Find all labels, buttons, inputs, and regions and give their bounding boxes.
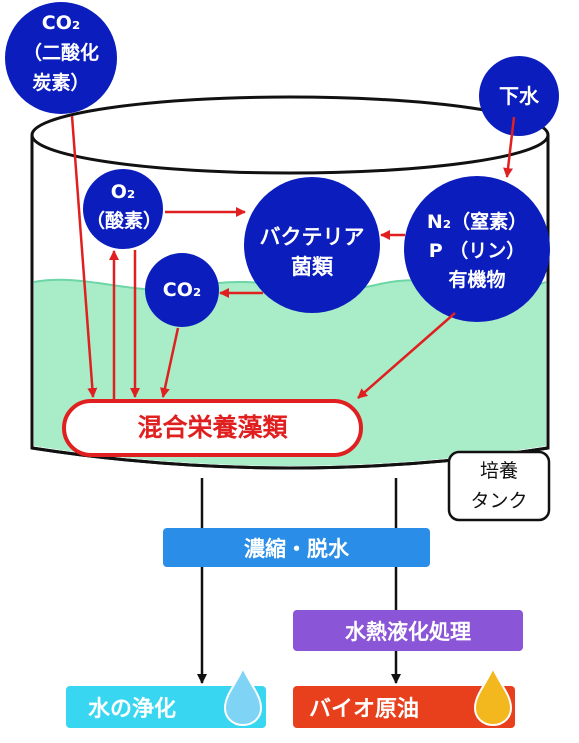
concentration-step: 濃縮・脱水 [163,528,430,567]
water-purification-label: 水の浄化 [88,697,177,722]
bio-crude-label: バイオ原油 [309,697,420,722]
arrow-co2tank-to-algae [160,327,180,398]
nutrients-circle [404,176,550,322]
tank-label-box [447,450,551,522]
hydrothermal-step: 水熱液化処理 [293,610,523,651]
o2-label: O₂ （酸素） [86,181,163,232]
bacteria-label: バクテリア 菌類 [259,225,365,279]
co2-air-label: CO₂ （二酸化 炭素） [22,12,99,94]
bio-crude-result: バイオ原油 [293,686,515,728]
co2-tank-circle [145,253,219,327]
o2-circle [83,169,163,249]
bacteria-circle [244,177,380,313]
sewage-circle [479,56,559,136]
sewage-label: 下水 [499,84,539,108]
arrow-nutrients-to-algae [357,312,456,399]
co2-air-circle [5,2,117,114]
nutrients-label: N₂（窒素） P （リン） 有機物 [426,211,528,291]
co2-tank-label: CO₂ [162,279,202,301]
algae-label: 混合栄養藻類 [137,413,288,442]
water-purification-result: 水の浄化 [66,686,266,728]
tank-label: 培養 タンク [470,460,528,512]
arrow-sewage-to-nutrients [503,116,516,178]
algae-box [62,399,363,457]
arrow-co2air-to-algae [70,115,98,398]
